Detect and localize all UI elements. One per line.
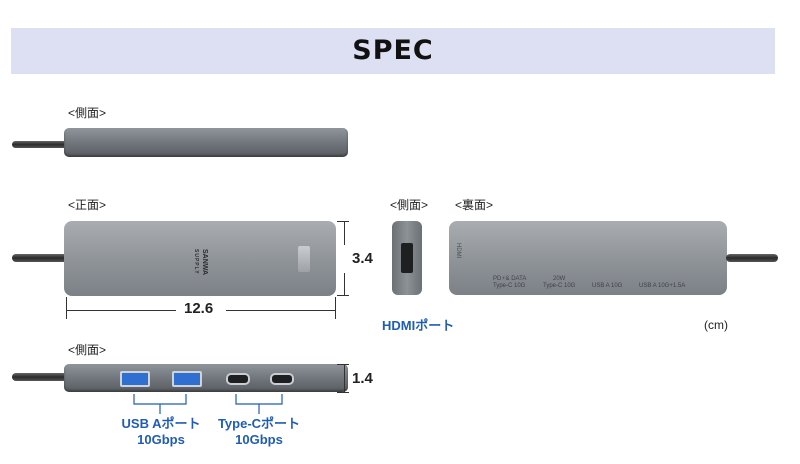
- view-label-side-top: <側面>: [68, 106, 107, 120]
- usb-c-label: Type-Cポート 10Gbps: [214, 416, 304, 448]
- back-col3: USB A 10G: [592, 283, 623, 289]
- title-banner: SPEC: [11, 28, 775, 74]
- cable-side-top: [12, 141, 72, 148]
- back-col2-bottom: Type-C 10G: [543, 283, 576, 289]
- dim-tick-right: [335, 297, 336, 319]
- dim-tick-bottom: [337, 295, 349, 296]
- dim-line-depth: [344, 364, 345, 392]
- cable-side-bottom: [12, 373, 72, 381]
- cable-front: [12, 254, 72, 262]
- back-col2: 20W Type-C 10G: [543, 276, 575, 290]
- view-label-side-bottom: <側面>: [68, 343, 107, 357]
- usb-c-port-1: [226, 373, 250, 385]
- usb-c-bracket: [235, 394, 283, 405]
- dim-line-length-left: [66, 310, 176, 311]
- dim-tick-left: [66, 297, 67, 319]
- back-col1-top: PD⚡& DATA: [493, 276, 527, 282]
- hub-side-bottom: [64, 364, 348, 392]
- dimension-depth: 1.4: [352, 370, 373, 387]
- usb-a-bracket: [133, 394, 187, 405]
- usb-a-port-2: [172, 371, 202, 387]
- dim-line-length-right: [226, 310, 336, 311]
- dim-tick-top: [337, 221, 349, 222]
- usb-c-speed: 10Gbps: [235, 432, 283, 447]
- view-label-front: <正面>: [68, 198, 107, 212]
- usb-a-port-1: [120, 371, 150, 387]
- hub-end: [392, 221, 422, 295]
- back-col4: USB A 10G+1.5A: [639, 283, 686, 289]
- unit-label: (cm): [704, 318, 728, 332]
- hub-side-top: [64, 128, 348, 157]
- back-col1-bottom: Type-C 10G: [493, 283, 526, 289]
- page-title: SPEC: [352, 35, 434, 66]
- usb-a-name: USB Aポート: [121, 416, 201, 431]
- back-col1: PD⚡& DATA Type-C 10G: [493, 276, 526, 290]
- usb-c-port-2: [270, 373, 294, 385]
- dim-tick-depth-bottom: [337, 392, 349, 393]
- hdmi-port: [401, 243, 413, 273]
- hub-back: HDMI PD⚡& DATA Type-C 10G 20W Type-C 10G…: [449, 221, 727, 295]
- dimension-height: 3.4: [352, 250, 373, 267]
- dim-tick-depth-top: [337, 364, 349, 365]
- cable-back: [726, 254, 778, 262]
- view-label-side-hdmi: <側面>: [390, 198, 429, 212]
- view-label-back: <裏面>: [455, 198, 494, 212]
- indicator-led: [298, 246, 310, 272]
- hub-front: SANWA SUPPLY: [64, 221, 336, 296]
- usb-a-speed: 10Gbps: [137, 432, 185, 447]
- dimension-length: 12.6: [184, 300, 214, 317]
- back-col2-top: 20W: [553, 276, 566, 282]
- usb-c-name: Type-Cポート: [217, 416, 301, 431]
- dim-line-height-bottom: [344, 273, 345, 295]
- dim-line-height-top: [344, 221, 345, 245]
- usb-a-label: USB Aポート 10Gbps: [120, 416, 202, 448]
- hdmi-port-label: HDMIポート: [382, 318, 455, 333]
